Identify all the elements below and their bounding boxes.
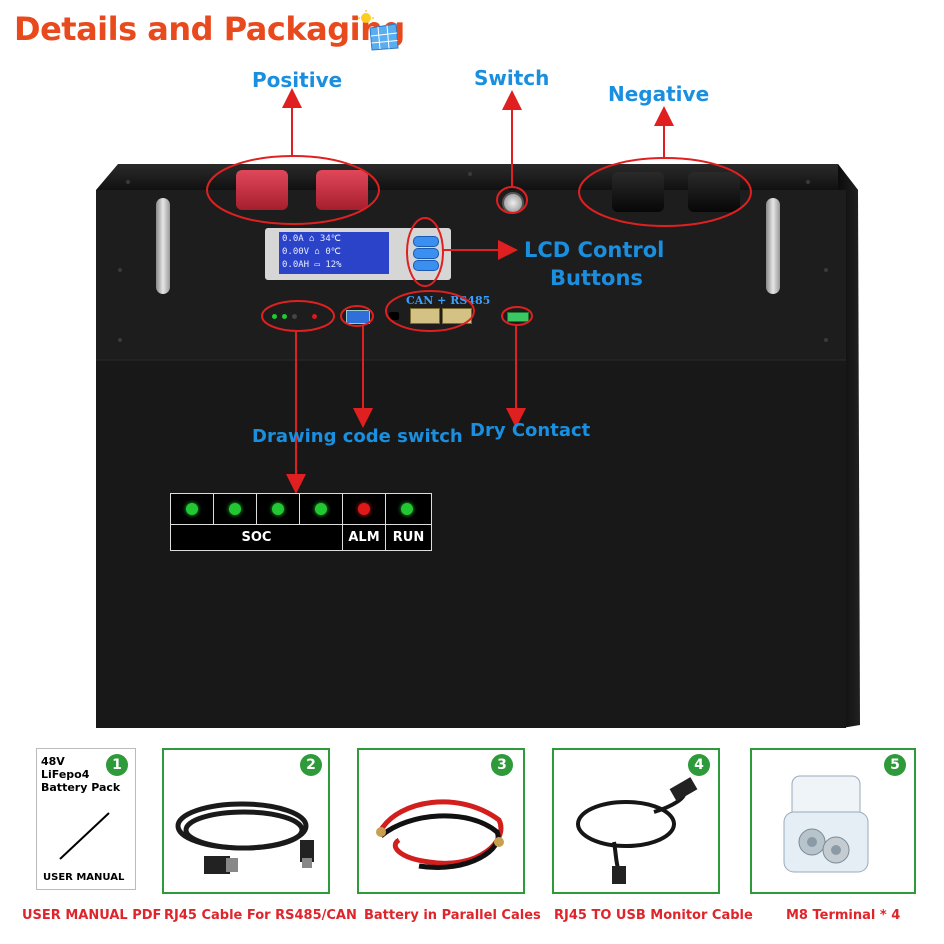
can-port[interactable] [410, 308, 440, 324]
soc-label: SOC [171, 524, 343, 550]
caption-parallel-cables: Battery in Parallel Cales [364, 908, 541, 923]
negative-terminal-2 [688, 172, 740, 212]
led-cell-6 [386, 494, 431, 524]
lcd-control-label-line1: LCD Control [524, 238, 665, 262]
lcd-row-capacity: 0.0AH ▭ 12% [282, 260, 342, 270]
page-title: Details and Packaging [14, 10, 405, 48]
can-rs485-label: CAN + RS485 [406, 294, 491, 307]
manual-line-chemistry: LiFepo4 [41, 768, 90, 781]
soc-led-2 [229, 503, 241, 515]
negative-terminal-1 [612, 172, 664, 212]
run-led [401, 503, 413, 515]
alm-label: ALM [343, 524, 386, 550]
rs485-port[interactable] [442, 308, 472, 324]
accessory-number-4: 4 [688, 754, 710, 776]
accessory-number-3: 3 [491, 754, 513, 776]
parallel-cables-icon [376, 799, 504, 870]
accessory-number-2: 2 [300, 754, 322, 776]
manual-footer: USER MANUAL [43, 872, 125, 883]
led-cell-1 [171, 494, 214, 524]
lcd-screen: 0.0A ⌂ 34℃ 0.00V ⌂ 0℃ 0.0AH ▭ 12% [279, 232, 389, 274]
led-indicator-panel: SOC ALM RUN [170, 493, 432, 551]
soc-led-4 [315, 503, 327, 515]
negative-label: Negative [608, 82, 710, 106]
drawing-code-switch-label: Drawing code switch [252, 426, 463, 447]
terminal-box-icon [783, 775, 869, 873]
positive-label: Positive [252, 68, 343, 92]
soc-led-3 [272, 503, 284, 515]
led-cell-4 [300, 494, 343, 524]
led-cell-2 [214, 494, 257, 524]
caption-manual: USER MANUAL PDF [22, 908, 162, 923]
lcd-button-enter[interactable] [413, 248, 439, 259]
soc-led-1 [186, 503, 198, 515]
right-handle [766, 198, 780, 294]
pen-stroke-icon [59, 812, 110, 860]
positive-terminal-1 [236, 170, 288, 210]
dip-switch[interactable] [346, 310, 370, 324]
lcd-control-label-line2: Buttons [550, 266, 643, 290]
soc-led-strip [272, 313, 318, 321]
lcd-module: 0.0A ⌂ 34℃ 0.00V ⌂ 0℃ 0.0AH ▭ 12% [265, 228, 451, 280]
caption-usb-cable: RJ45 TO USB Monitor Cable [554, 908, 753, 923]
reset-button[interactable] [389, 312, 399, 320]
callout-arrows [206, 88, 752, 494]
alm-led [358, 503, 370, 515]
lcd-button-up[interactable] [413, 236, 439, 247]
solar-panel-icon [358, 10, 399, 51]
rj45-cable-icon [175, 801, 314, 874]
led-cell-3 [257, 494, 300, 524]
caption-m8-terminal: M8 Terminal * 4 [786, 908, 901, 923]
accessory-number-5: 5 [884, 754, 906, 776]
positive-terminal-2 [316, 170, 368, 210]
run-label: RUN [386, 524, 431, 550]
lcd-row-voltage: 0.00V ⌂ 0℃ [282, 247, 341, 257]
dry-contact-port[interactable] [507, 312, 529, 322]
lcd-row-current: 0.0A ⌂ 34℃ [282, 234, 341, 244]
led-cell-5 [343, 494, 386, 524]
accessory-m8-terminals [750, 748, 916, 894]
caption-rj45-cable: RJ45 Cable For RS485/CAN [164, 908, 357, 923]
switch-label: Switch [474, 66, 550, 90]
manual-line-voltage: 48V [41, 755, 65, 768]
accessory-number-1: 1 [106, 754, 128, 776]
manual-line-product: Battery Pack [41, 781, 121, 794]
left-handle [156, 198, 170, 294]
lcd-button-down[interactable] [413, 260, 439, 271]
dry-contact-label: Dry Contact [470, 420, 591, 441]
usb-cable-icon [576, 777, 698, 884]
